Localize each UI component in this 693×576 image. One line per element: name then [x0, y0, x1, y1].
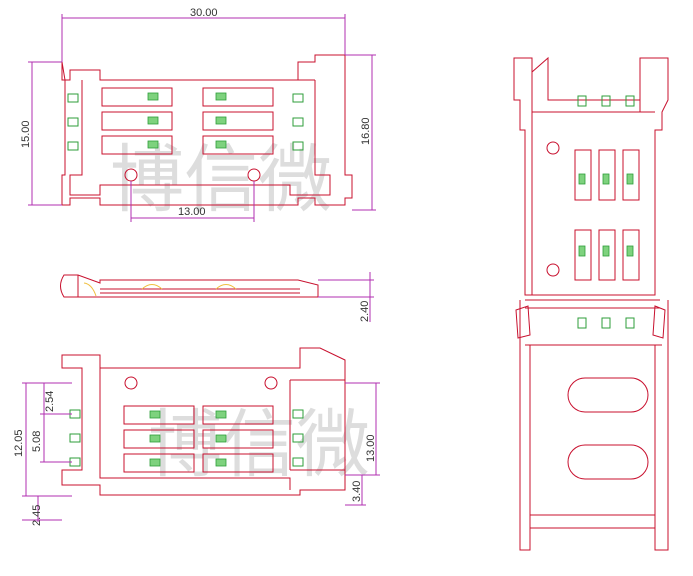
top-contact-1 — [147, 92, 159, 101]
top-contact-slot-3 — [101, 135, 173, 155]
bottom-contact-2 — [149, 434, 161, 443]
top-contact-slot-5 — [202, 111, 274, 131]
top-contact-4 — [215, 92, 227, 101]
dim-side-thickness: 2.40 — [359, 301, 371, 322]
bottom-view-inner-frame — [99, 368, 291, 490]
dim-top-height-left: 15.00 — [20, 120, 32, 148]
top-contact-5 — [215, 116, 227, 125]
top-view — [61, 54, 353, 206]
bottom-contact-slot-6 — [202, 453, 274, 473]
dim-bottom-offset: 2.45 — [31, 505, 43, 526]
top-solder-tails-left — [67, 93, 79, 151]
bottom-view-body — [61, 347, 346, 496]
bottom-contact-slot-4 — [202, 405, 274, 425]
bottom-contact-slot-2 — [123, 429, 195, 449]
top-contact-slot-2 — [101, 111, 173, 131]
top-contact-slot-4 — [202, 87, 274, 107]
top-view-inner-frame — [69, 80, 331, 196]
top-view-dimensions: 30.00 15.00 16.80 13.00 — [20, 7, 376, 222]
bottom-contact-slot-3 — [123, 453, 195, 473]
top-contact-3 — [147, 140, 159, 149]
bottom-contact-slot-1 — [123, 405, 195, 425]
bottom-solder-tails-right — [292, 409, 304, 467]
bottom-mount-hole-left — [124, 376, 138, 390]
dim-bottom-height-right: 13.00 — [365, 434, 377, 462]
open-view-hole-1 — [546, 141, 560, 155]
dim-hole-spacing: 13.00 — [178, 206, 206, 218]
watermark-top: 博信微 — [110, 137, 332, 223]
top-contact-6 — [215, 140, 227, 149]
top-solder-tails-right — [292, 93, 304, 151]
open-view-slot-lower — [567, 444, 649, 480]
side-view-spring-2 — [215, 284, 237, 290]
bottom-contact-4 — [215, 410, 227, 419]
top-contact-slot-6 — [202, 135, 274, 155]
dim-top-width: 30.00 — [190, 7, 218, 19]
bottom-contact-6 — [215, 458, 227, 467]
open-view-slot-upper — [567, 377, 649, 413]
bottom-contact-slot-5 — [202, 429, 274, 449]
open-view — [513, 56, 669, 551]
open-view-hole-2 — [546, 263, 560, 277]
top-contact-2 — [147, 116, 159, 125]
bottom-view-dimensions: 12.05 2.54 5.08 2.45 13.00 3.40 — [13, 382, 380, 526]
side-view-contact-left — [83, 282, 97, 297]
bottom-mount-hole-right — [264, 376, 278, 390]
dim-bottom-total: 12.05 — [13, 429, 25, 457]
watermark-bottom: 博信微 — [148, 402, 370, 488]
top-contact-slot-1 — [101, 87, 173, 107]
open-view-cover — [519, 300, 669, 551]
dim-bottom-pitch-large: 5.08 — [31, 431, 43, 452]
bottom-contact-3 — [149, 458, 161, 467]
side-view — [60, 274, 319, 298]
dim-top-height-right: 16.80 — [360, 117, 372, 145]
dim-bottom-offset-right: 3.40 — [351, 481, 363, 502]
bottom-contact-5 — [215, 434, 227, 443]
bottom-contact-1 — [149, 410, 161, 419]
open-view-upper-frame — [513, 56, 669, 296]
side-view-body — [60, 274, 319, 298]
side-view-spring-1 — [141, 284, 163, 290]
dim-bottom-pitch-small: 2.54 — [44, 391, 56, 412]
side-view-dimensions: 2.40 — [318, 272, 374, 322]
bottom-solder-tails-left — [69, 409, 81, 467]
